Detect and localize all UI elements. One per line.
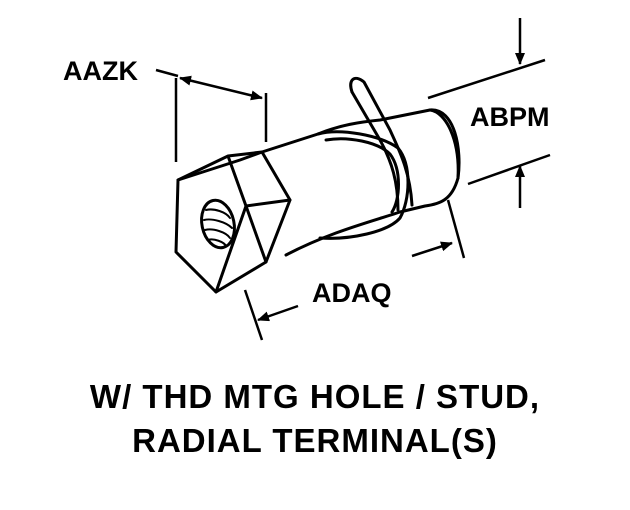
threaded-hole <box>200 198 236 250</box>
label-aazk: AAZK <box>63 56 138 86</box>
body-outline <box>260 108 461 257</box>
dimension-abpm <box>427 18 551 208</box>
label-abpm: ABPM <box>470 102 550 132</box>
dimension-adaq <box>243 199 466 341</box>
abpm-extension-bottom <box>467 153 551 186</box>
hex-nut <box>174 150 292 294</box>
adaq-extension-right <box>446 199 466 259</box>
label-adaq: ADAQ <box>312 278 392 308</box>
abpm-extension-top <box>427 58 546 100</box>
dimension-aazk <box>155 68 268 162</box>
adaq-extension-left <box>243 289 264 341</box>
caption-line-2: RADIAL TERMINAL(S) <box>132 422 498 459</box>
adaq-arrow-left <box>257 304 299 322</box>
end-cap <box>428 108 460 180</box>
thread-lines <box>203 208 233 247</box>
collar-ring-inner <box>324 137 400 214</box>
part-body <box>174 76 461 294</box>
adaq-arrow-right <box>411 241 453 258</box>
radial-terminal-inner <box>350 90 400 212</box>
hex-nut-side <box>214 204 248 294</box>
radial-terminal <box>349 76 414 207</box>
aazk-leader <box>155 68 179 78</box>
aazk-arrow-line <box>179 75 263 101</box>
caption-line-1: W/ THD MTG HOLE / STUD, <box>89 378 541 415</box>
